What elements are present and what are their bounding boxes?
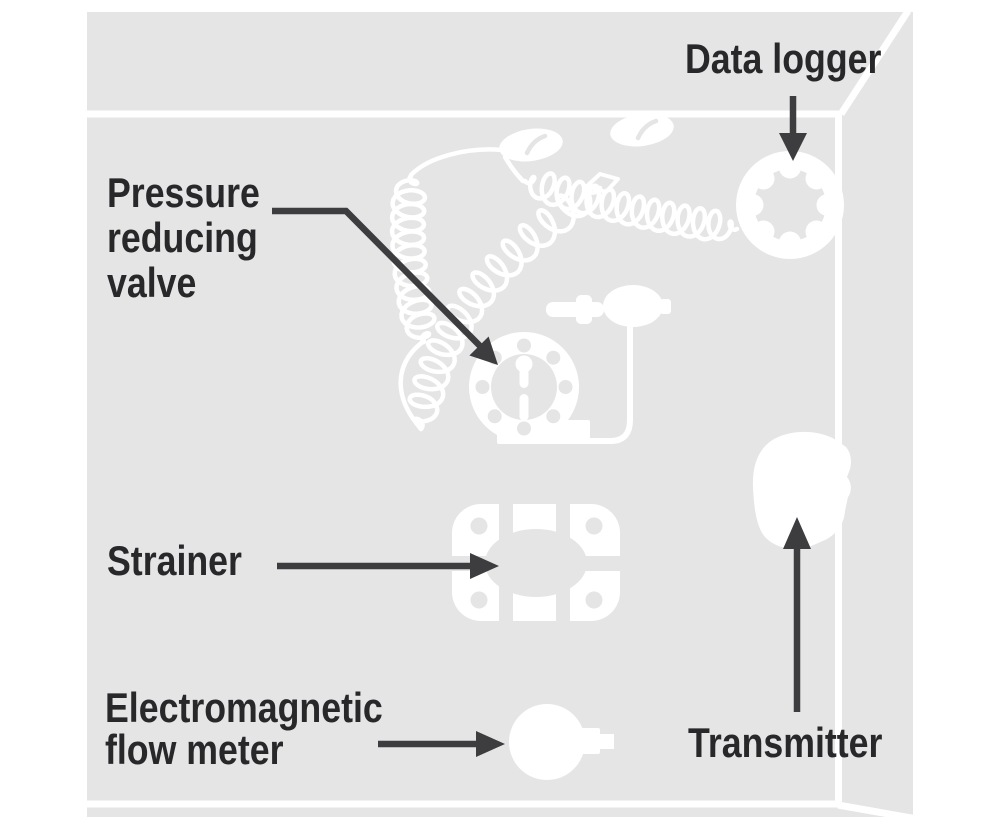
label-line: valve [107, 259, 197, 306]
pressure-reducing-valve-flange-icon [469, 285, 671, 444]
label-line: Pressure [107, 169, 260, 216]
label-pressure-reducing-valve: Pressure reducing valve [107, 170, 260, 305]
label-line: Transmitter [688, 719, 883, 766]
label-line: flow meter [105, 726, 284, 773]
strainer-arrow [277, 553, 499, 579]
data-logger-arrow [779, 96, 807, 161]
sensor-pipe [589, 325, 633, 444]
label-transmitter: Transmitter [688, 721, 882, 765]
label-data-logger: Data logger [685, 37, 881, 81]
coiled-hose-icon [389, 147, 740, 432]
pressure-reducing-valve-arrow [272, 207, 498, 365]
label-strainer: Strainer [107, 539, 242, 583]
data-logger-ring-icon [736, 151, 844, 259]
label-electromagnetic-flow-meter: Electromagnetic flow meter [105, 687, 383, 771]
electromagnetic-flow-meter-icon [509, 704, 614, 780]
label-line: Electromagnetic [105, 684, 383, 731]
electromagnetic-flow-meter-arrow [378, 731, 505, 757]
label-line: Strainer [107, 537, 242, 584]
transmitter-blob-icon [752, 431, 851, 550]
transmitter-arrow [783, 517, 811, 712]
label-line: Data logger [685, 35, 882, 82]
label-line: reducing [107, 214, 258, 261]
valve-handle-oval-icon [499, 113, 674, 162]
sensor-stem-icon [546, 285, 671, 327]
